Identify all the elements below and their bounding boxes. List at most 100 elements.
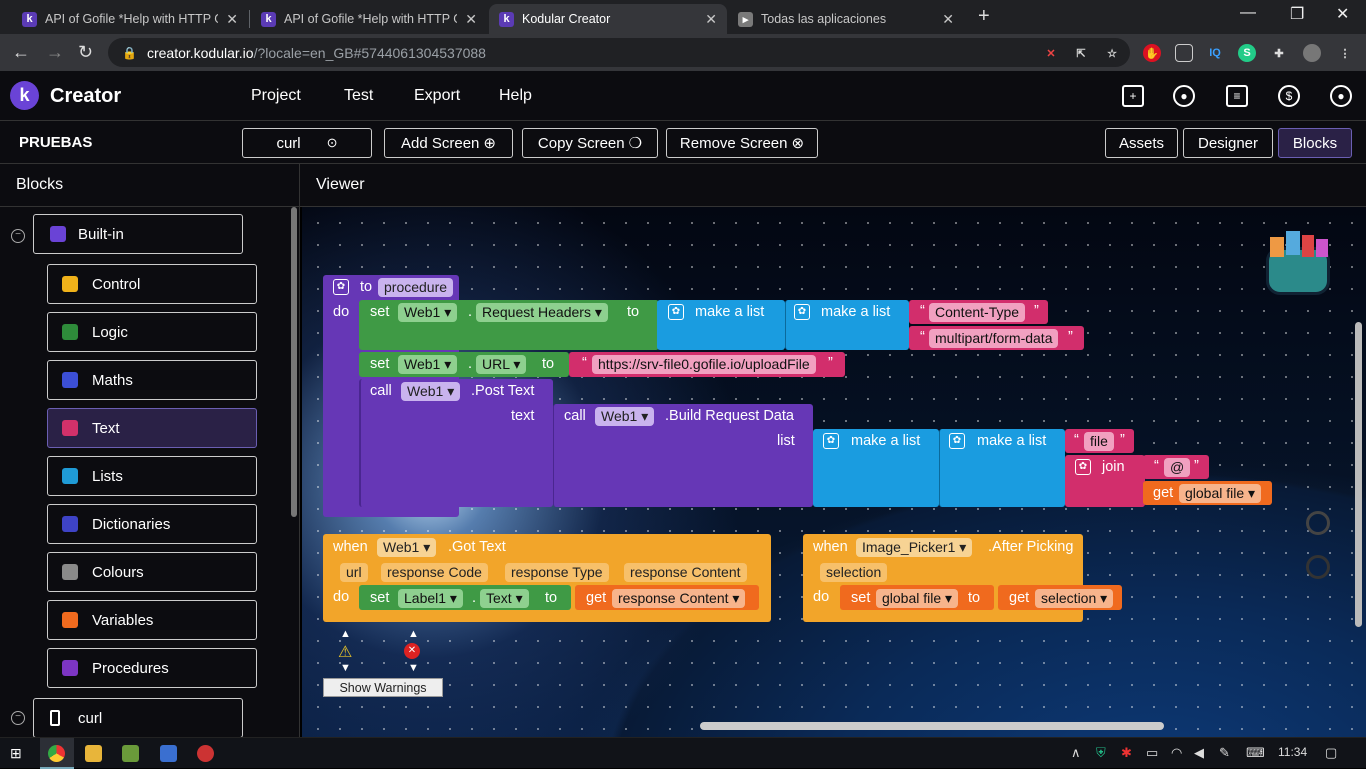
notifications-icon[interactable]: ▢ xyxy=(1325,745,1338,760)
extension-icon[interactable] xyxy=(1175,44,1193,62)
forward-icon[interactable]: → xyxy=(46,42,64,62)
defender-icon[interactable]: ⛨ xyxy=(1096,745,1106,760)
component-dropdown[interactable]: Web1 ▾ xyxy=(401,382,461,401)
minimize-icon[interactable]: — xyxy=(1240,4,1256,21)
property-dropdown[interactable]: Text ▾ xyxy=(480,589,529,608)
procedure-name-field[interactable]: procedure xyxy=(378,278,454,297)
event-param[interactable]: selection xyxy=(820,563,888,582)
puzzle-icon[interactable]: ✚ xyxy=(1274,47,1284,60)
text-value[interactable]: multipart/form-data xyxy=(929,329,1059,348)
param-dropdown[interactable]: response Content ▾ xyxy=(612,589,746,608)
add-screen-button[interactable]: Add Screen⊕ xyxy=(384,128,513,158)
builtin-group[interactable]: Built-in xyxy=(33,214,243,254)
account-icon[interactable]: ● xyxy=(1330,85,1352,107)
browser-tab-active[interactable]: k Kodular Creator ✕ xyxy=(489,4,727,34)
wifi-icon[interactable]: ◠ xyxy=(1171,745,1183,760)
category-maths[interactable]: Maths xyxy=(47,360,257,400)
close-icon[interactable]: ✕ xyxy=(705,10,717,27)
property-dropdown[interactable]: Request Headers ▾ xyxy=(476,303,608,322)
copy-screen-button[interactable]: Copy Screen❍ xyxy=(522,128,658,158)
zoom-in-icon[interactable] xyxy=(1306,555,1330,579)
mutator-gear-icon[interactable]: ✿ xyxy=(949,433,965,449)
file-explorer-icon[interactable] xyxy=(85,745,102,762)
address-bar[interactable]: 🔒 creator.kodular.io /?locale=en_GB#5744… xyxy=(108,38,1130,67)
assets-button[interactable]: Assets xyxy=(1105,128,1178,158)
blocks-button[interactable]: Blocks xyxy=(1278,128,1352,158)
error-down-arrow-icon[interactable]: ▼ xyxy=(408,662,419,674)
set-url-block[interactable] xyxy=(359,352,569,377)
mutator-gear-icon[interactable]: ✿ xyxy=(668,304,684,320)
component-dropdown[interactable]: Web1 ▾ xyxy=(377,538,437,557)
category-variables[interactable]: Variables xyxy=(47,600,257,640)
library-icon[interactable]: ≡ xyxy=(1226,85,1248,107)
designer-button[interactable]: Designer xyxy=(1183,128,1273,158)
make-a-list-block[interactable] xyxy=(785,300,909,350)
browser-tab[interactable]: ▸ Todas las aplicaciones ✕ xyxy=(728,4,964,34)
category-procedures[interactable]: Procedures xyxy=(47,648,257,688)
browser-tab[interactable]: k API of Gofile *Help with HTTP Ge ✕ xyxy=(251,4,487,34)
collapse-icon[interactable]: − xyxy=(11,229,25,243)
tray-chevron-icon[interactable]: ∧ xyxy=(1071,745,1081,760)
category-dictionaries[interactable]: Dictionaries xyxy=(47,504,257,544)
component-dropdown[interactable]: Image_Picker1 ▾ xyxy=(856,538,973,557)
show-warnings-button[interactable]: Show Warnings xyxy=(323,678,443,697)
menu-export[interactable]: Export xyxy=(414,87,461,104)
category-control[interactable]: Control xyxy=(47,264,257,304)
event-param[interactable]: url xyxy=(340,563,368,582)
collapse-icon[interactable]: − xyxy=(11,711,25,725)
palette-scrollbar[interactable] xyxy=(291,207,297,517)
close-window-icon[interactable]: ✕ xyxy=(1336,6,1350,23)
bookmark-star-icon[interactable]: ☆ xyxy=(1107,47,1117,60)
back-icon[interactable]: ← xyxy=(12,42,30,62)
more-menu-icon[interactable]: ⋮ xyxy=(1339,47,1351,60)
property-dropdown[interactable]: URL ▾ xyxy=(476,355,527,374)
param-dropdown[interactable]: selection ▾ xyxy=(1035,589,1114,608)
mutator-gear-icon[interactable]: ✿ xyxy=(333,279,349,295)
extension-iq-icon[interactable]: IQ xyxy=(1209,47,1221,59)
menu-test[interactable]: Test xyxy=(344,87,374,104)
blocks-workspace[interactable]: ✿ to procedure do set Web1 ▾ . Request H… xyxy=(302,207,1366,737)
make-a-list-block[interactable] xyxy=(813,429,939,507)
workspace-vertical-scrollbar[interactable] xyxy=(1355,322,1362,627)
app-icon[interactable] xyxy=(197,745,214,762)
new-tab-button[interactable]: + xyxy=(978,5,990,27)
make-a-list-block[interactable] xyxy=(939,429,1065,507)
pen-icon[interactable]: ✎ xyxy=(1219,745,1230,760)
profile-avatar[interactable] xyxy=(1303,44,1321,62)
mutator-gear-icon[interactable]: ✿ xyxy=(823,433,839,449)
close-icon[interactable]: ✕ xyxy=(226,10,238,27)
mutator-gear-icon[interactable]: ✿ xyxy=(794,304,810,320)
extension-icon[interactable]: ✋ xyxy=(1143,44,1161,62)
set-label-text-block[interactable] xyxy=(359,585,571,610)
menu-project[interactable]: Project xyxy=(251,87,301,104)
menu-help[interactable]: Help xyxy=(499,87,532,104)
keyboard-icon[interactable]: ⌨ xyxy=(1246,745,1265,760)
volume-icon[interactable]: ◀ xyxy=(1194,745,1204,760)
component-dropdown[interactable]: Web1 ▾ xyxy=(595,407,655,426)
chrome-icon[interactable] xyxy=(48,745,65,762)
text-value[interactable]: https://srv-file0.gofile.io/uploadFile xyxy=(592,355,816,374)
browser-tab[interactable]: k API of Gofile *Help with HTTP Ge ✕ xyxy=(12,4,248,34)
screen-select[interactable]: curl ⊙ xyxy=(242,128,372,158)
component-dropdown[interactable]: Label1 ▾ xyxy=(398,589,463,608)
event-param[interactable]: response Content xyxy=(624,563,747,582)
remove-screen-button[interactable]: Remove Screen⊗ xyxy=(666,128,818,158)
clock[interactable]: 11:34 xyxy=(1278,745,1308,759)
category-logic[interactable]: Logic xyxy=(47,312,257,352)
warning-down-arrow-icon[interactable]: ▼ xyxy=(340,662,351,674)
share-icon[interactable]: ⇱ xyxy=(1076,47,1086,60)
extension-icon[interactable]: S xyxy=(1238,44,1256,62)
workspace-horizontal-scrollbar[interactable] xyxy=(700,722,1164,730)
event-param[interactable]: response Code xyxy=(381,563,488,582)
text-value[interactable]: @ xyxy=(1164,458,1191,477)
backpack-icon[interactable] xyxy=(1262,229,1334,301)
palette-icon[interactable]: ● xyxy=(1173,85,1195,107)
warning-up-arrow-icon[interactable]: ▲ xyxy=(340,628,351,640)
join-block[interactable] xyxy=(1065,455,1145,507)
variable-dropdown[interactable]: global file ▾ xyxy=(876,589,959,608)
reload-icon[interactable]: ↻ xyxy=(78,42,94,62)
component-dropdown[interactable]: Web1 ▾ xyxy=(398,303,458,322)
tray-app-icon[interactable]: ✱ xyxy=(1121,745,1132,760)
mutator-gear-icon[interactable]: ✿ xyxy=(1075,459,1091,475)
category-lists[interactable]: Lists xyxy=(47,456,257,496)
